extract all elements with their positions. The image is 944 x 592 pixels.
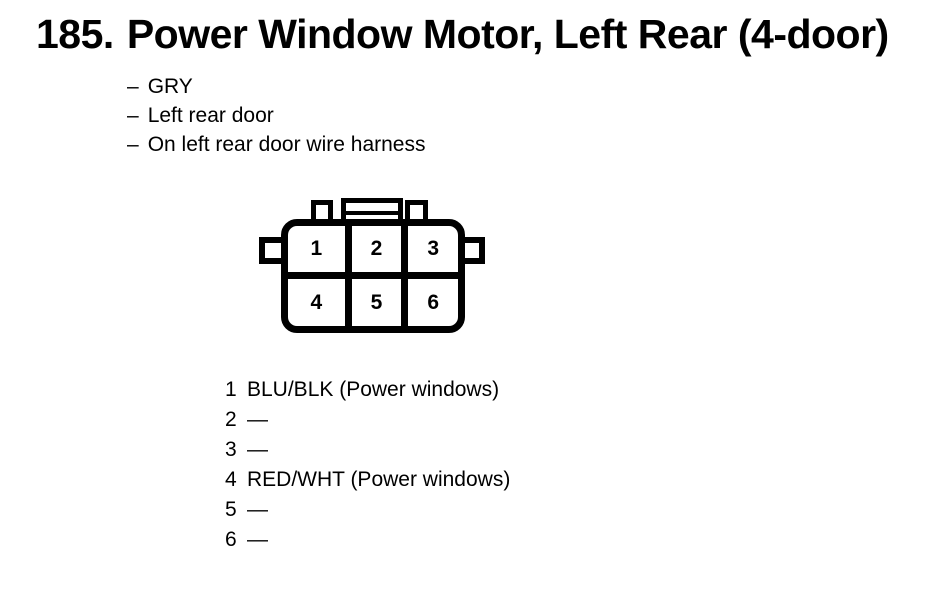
- connector-pin-cell-3: 3: [401, 226, 458, 272]
- pin-row-4: 4 RED/WHT (Power windows): [225, 465, 510, 495]
- pin-number: 3: [225, 438, 237, 461]
- connector-body: 1 2 3 4 5 6: [281, 219, 465, 333]
- pin-wire-label: —: [247, 408, 268, 431]
- page-title: 185. Power Window Motor, Left Rear (4-do…: [36, 11, 889, 57]
- connector-pin-cell-1: 1: [310, 237, 323, 260]
- latch-rib: [346, 211, 398, 215]
- pin-number: 1: [225, 378, 237, 401]
- pin-wire-label: RED/WHT (Power windows): [247, 468, 511, 491]
- pin-row-5: 5 —: [225, 495, 510, 525]
- pin-wire-label: —: [247, 498, 268, 521]
- item-title: Power Window Motor, Left Rear (4-door): [126, 11, 889, 57]
- dash-bullet: –: [127, 104, 139, 127]
- pin-wire-label: BLU/BLK (Power windows): [247, 378, 500, 401]
- pin-row-2: 2 —: [225, 405, 510, 435]
- detail-item-harness: – On left rear door wire harness: [127, 130, 425, 159]
- connector-diagram: 1 2 3 4 5 6: [259, 198, 485, 334]
- dash-bullet: –: [127, 133, 139, 156]
- item-number: 185.: [36, 11, 114, 57]
- pin-wire-label: —: [247, 438, 268, 461]
- pin-row-3: 3 —: [225, 435, 510, 465]
- pin-number: 5: [225, 498, 237, 521]
- detail-item-location: – Left rear door: [127, 101, 425, 130]
- dash-bullet: –: [127, 75, 139, 98]
- pin-number: 2: [225, 408, 237, 431]
- pin-number: 6: [225, 528, 237, 551]
- pin-row-6: 6 —: [225, 525, 510, 555]
- pin-number: 4: [225, 468, 237, 491]
- detail-text: Left rear door: [147, 104, 274, 127]
- detail-list: – GRY – Left rear door – On left rear do…: [127, 72, 425, 159]
- pin-legend: 1 BLU/BLK (Power windows) 2 — 3 — 4 RED/…: [225, 375, 510, 555]
- detail-text: On left rear door wire harness: [147, 133, 426, 156]
- connector-pin-cell-5: 5: [344, 272, 402, 326]
- connector-pin-cell-6: 6: [401, 272, 458, 326]
- detail-item-color: – GRY: [127, 72, 425, 101]
- detail-text: GRY: [147, 75, 193, 98]
- pin-wire-label: —: [247, 528, 268, 551]
- pin-row-1: 1 BLU/BLK (Power windows): [225, 375, 510, 405]
- connector-pin-cell-2: 2: [344, 226, 402, 272]
- connector-pin-cell-4: 4: [288, 272, 345, 326]
